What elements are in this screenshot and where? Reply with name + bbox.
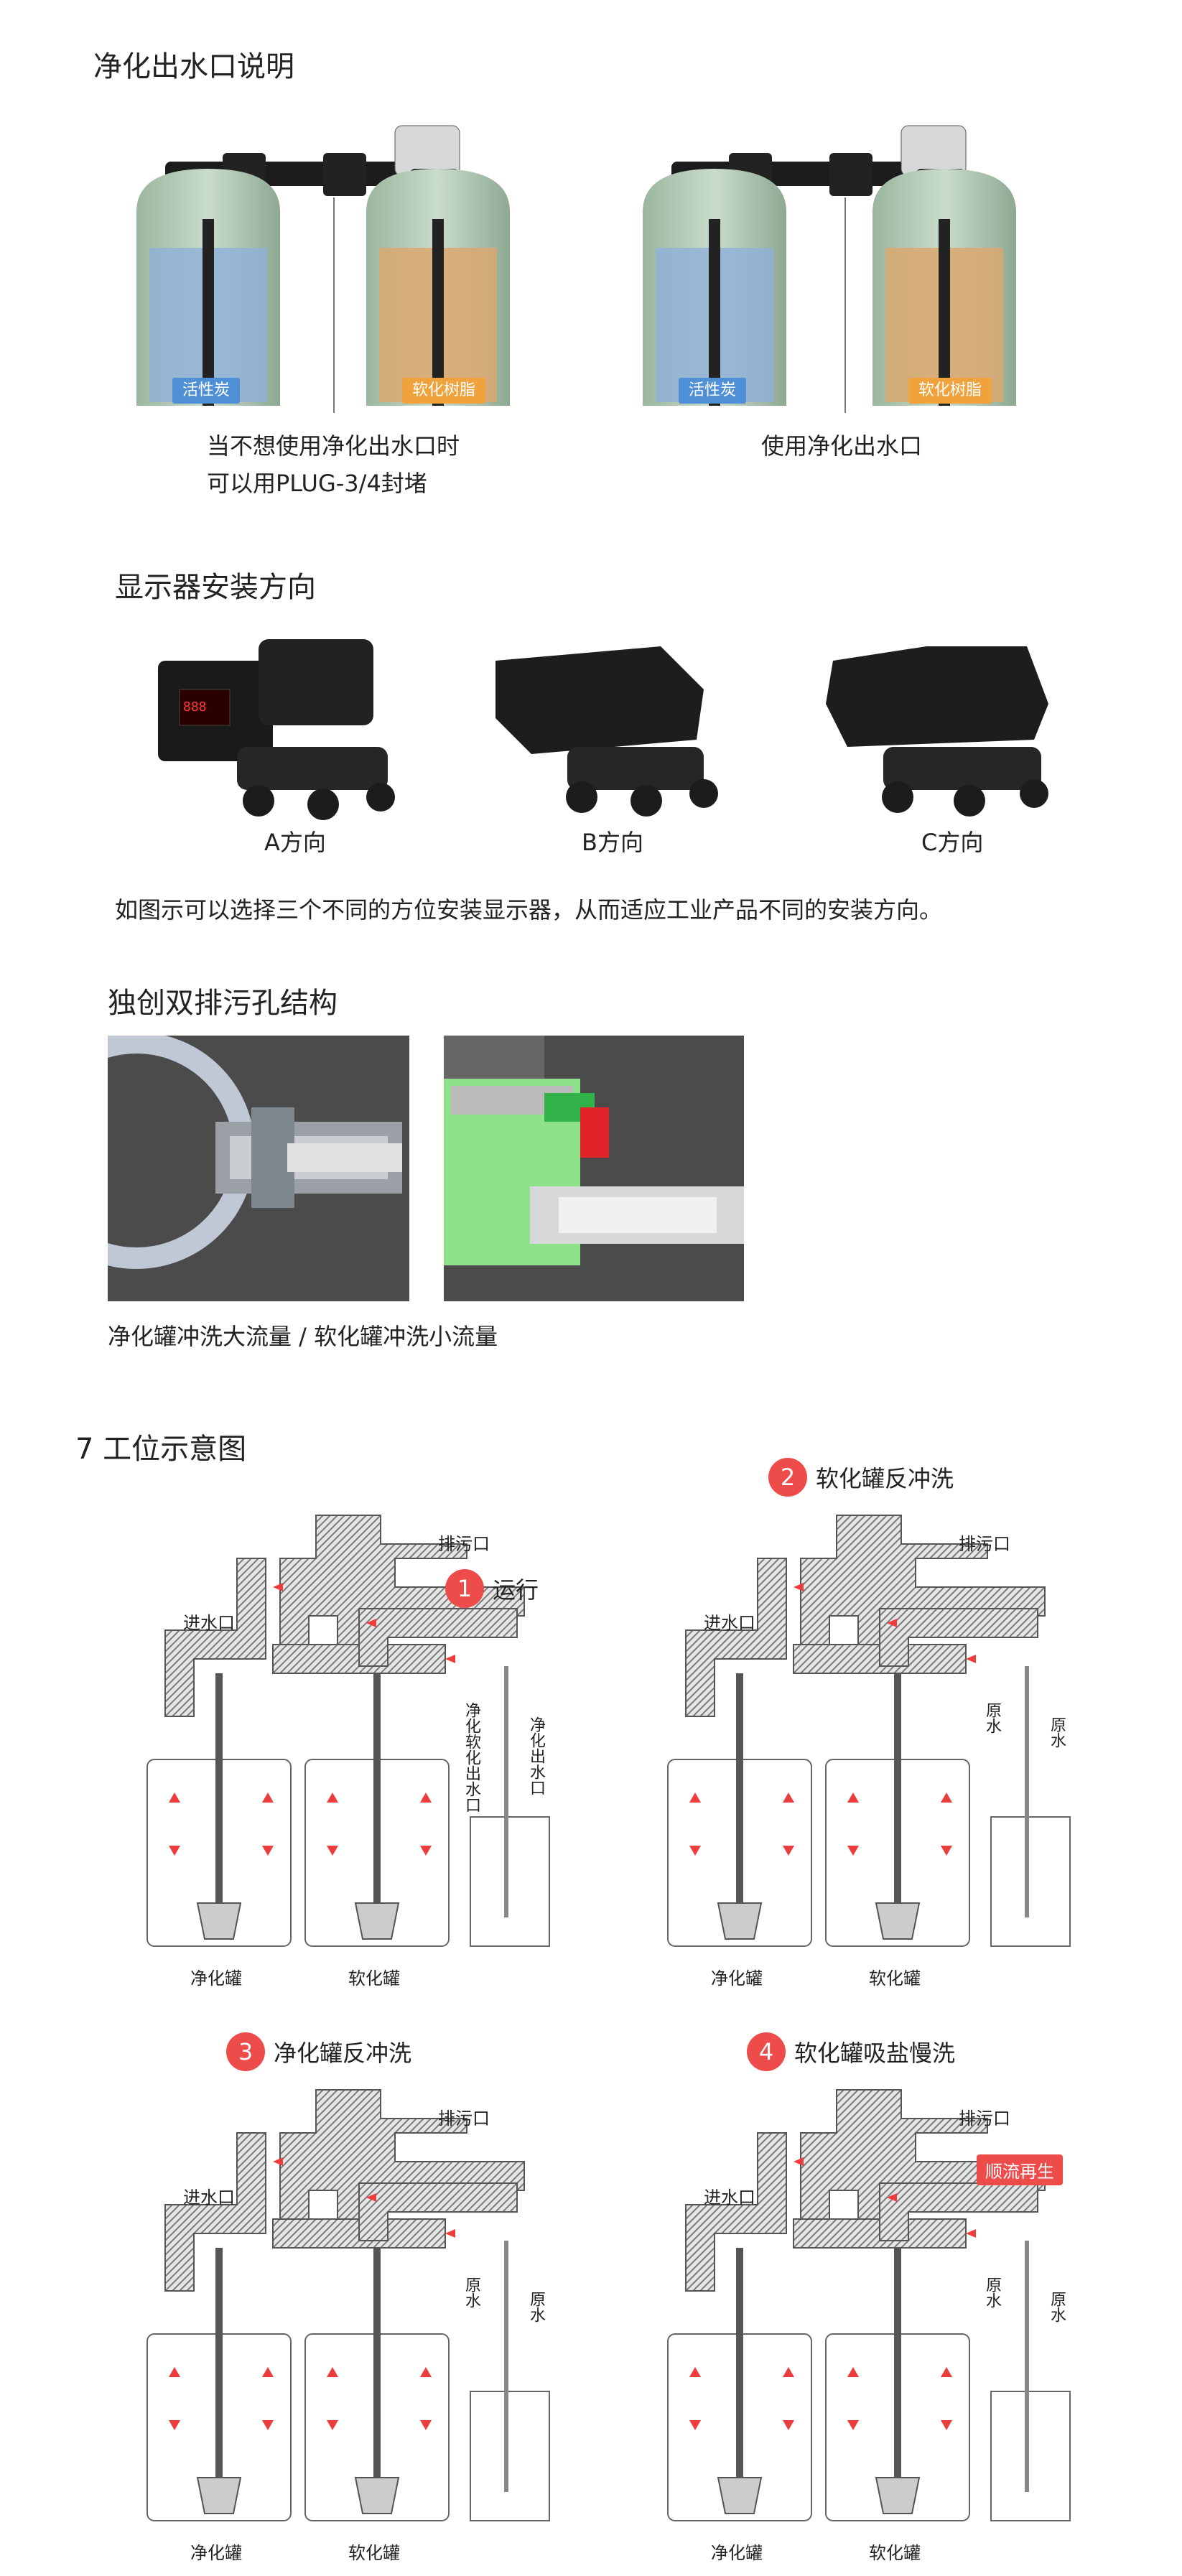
label-b: B方向 (582, 829, 643, 856)
diagram-4-inlet-label: 进水口 (704, 2187, 755, 2208)
diagram-1-outlet-b-label: 净化出水口 (527, 1716, 545, 1795)
diagram-2-inlet-label: 进水口 (704, 1613, 755, 1633)
diagram-1 (144, 1501, 646, 1989)
diagram-1-inlet-label: 进水口 (183, 1613, 235, 1633)
step-1-name: 运行 (493, 1576, 539, 1604)
carbon-tag-right: 活性炭 (679, 378, 747, 404)
diagram-4-drain-label: 排污口 (959, 2108, 1010, 2129)
diagram-2-outlet-b-label: 原水 (1048, 1716, 1066, 1748)
diagram-2-tank-a-label: 净化罐 (711, 1968, 763, 1989)
product-image-right (643, 111, 1045, 413)
step-3-number: 3 (226, 2032, 265, 2071)
label-a: A方向 (264, 829, 326, 856)
step-4-header: 4 软化罐吸盐慢洗 (747, 2032, 955, 2071)
diagram-2 (664, 1501, 1167, 1989)
diagram-3 (144, 2075, 646, 2564)
drain-structure-image-right (444, 1036, 744, 1301)
diagram-2-outlet-a-label: 原水 (983, 1702, 1001, 1734)
diagram-4 (664, 2075, 1167, 2564)
diagram-3-outlet-b-label: 原水 (527, 2291, 545, 2322)
section3-caption: 净化罐冲洗大流量 / 软化罐冲洗小流量 (108, 1323, 498, 1350)
step-2-name: 软化罐反冲洗 (816, 1465, 954, 1492)
diagram-1-drain-label: 排污口 (438, 1534, 490, 1554)
display-a-image: 888 (151, 632, 452, 826)
step-3-name: 净化罐反冲洗 (274, 2040, 412, 2067)
diagram-4-outlet-a-label: 原水 (983, 2277, 1001, 2308)
step-2-header: 2 软化罐反冲洗 (768, 1458, 954, 1497)
section2-title: 显示器安装方向 (115, 571, 316, 604)
resin-tag-left: 软化树脂 (402, 378, 486, 404)
diagram-4-tank-b-label: 软化罐 (869, 2543, 921, 2563)
section3-title: 独创双排污孔结构 (108, 987, 338, 1020)
step-4-number: 4 (747, 2032, 786, 2071)
product-image-left (136, 111, 539, 413)
diagram-1-outlet-a-label: 净化软化出水口 (462, 1702, 480, 1813)
diagram-2-tank-b-label: 软化罐 (869, 1968, 921, 1989)
diagram-1-svg (146, 1515, 550, 1947)
carbon-tag-left: 活性炭 (172, 378, 241, 404)
svg-text:888: 888 (183, 699, 207, 715)
diagram-2-svg (667, 1515, 1071, 1947)
diagram-2-drain-label: 排污口 (959, 1534, 1010, 1554)
section2-description: 如图示可以选择三个不同的方位安装显示器，从而适应工业产品不同的安装方向。 (115, 896, 943, 924)
diagram-1-tank-a-label: 净化罐 (190, 1968, 242, 1989)
regen-badge: 顺流再生 (977, 2154, 1063, 2185)
diagram-3-svg (146, 2089, 550, 2521)
display-c-image (819, 618, 1077, 826)
diagram-1-tank-b-label: 软化罐 (348, 1968, 400, 1989)
caption-right: 使用净化出水口 (761, 432, 923, 460)
diagram-3-outlet-a-label: 原水 (462, 2277, 480, 2308)
step-3-header: 3 净化罐反冲洗 (226, 2032, 411, 2071)
diagram-4-tank-a-label: 净化罐 (711, 2543, 763, 2563)
step-1-number: 1 (445, 1569, 484, 1608)
section1-title: 净化出水口说明 (93, 50, 294, 83)
diagram-3-tank-b-label: 软化罐 (348, 2543, 400, 2563)
label-c: C方向 (921, 829, 984, 856)
diagram-3-drain-label: 排污口 (438, 2108, 490, 2129)
step-2-number: 2 (768, 1458, 807, 1497)
diagram-4-outlet-b-label: 原水 (1048, 2291, 1066, 2322)
step-4-name: 软化罐吸盐慢洗 (794, 2040, 956, 2067)
caption-left-line2: 可以用PLUG-3/4封堵 (207, 470, 427, 497)
step-1-header: 1 运行 (445, 1569, 539, 1608)
section4-title: 7 工位示意图 (75, 1433, 247, 1466)
caption-left-line1: 当不想使用净化出水口时 (207, 432, 460, 460)
diagram-4-svg (667, 2089, 1071, 2521)
diagram-3-inlet-label: 进水口 (183, 2187, 235, 2208)
resin-tag-right: 软化树脂 (908, 378, 992, 404)
display-b-image (488, 632, 747, 826)
diagram-3-tank-a-label: 净化罐 (190, 2543, 242, 2563)
drain-structure-image-left (18, 1032, 409, 1301)
